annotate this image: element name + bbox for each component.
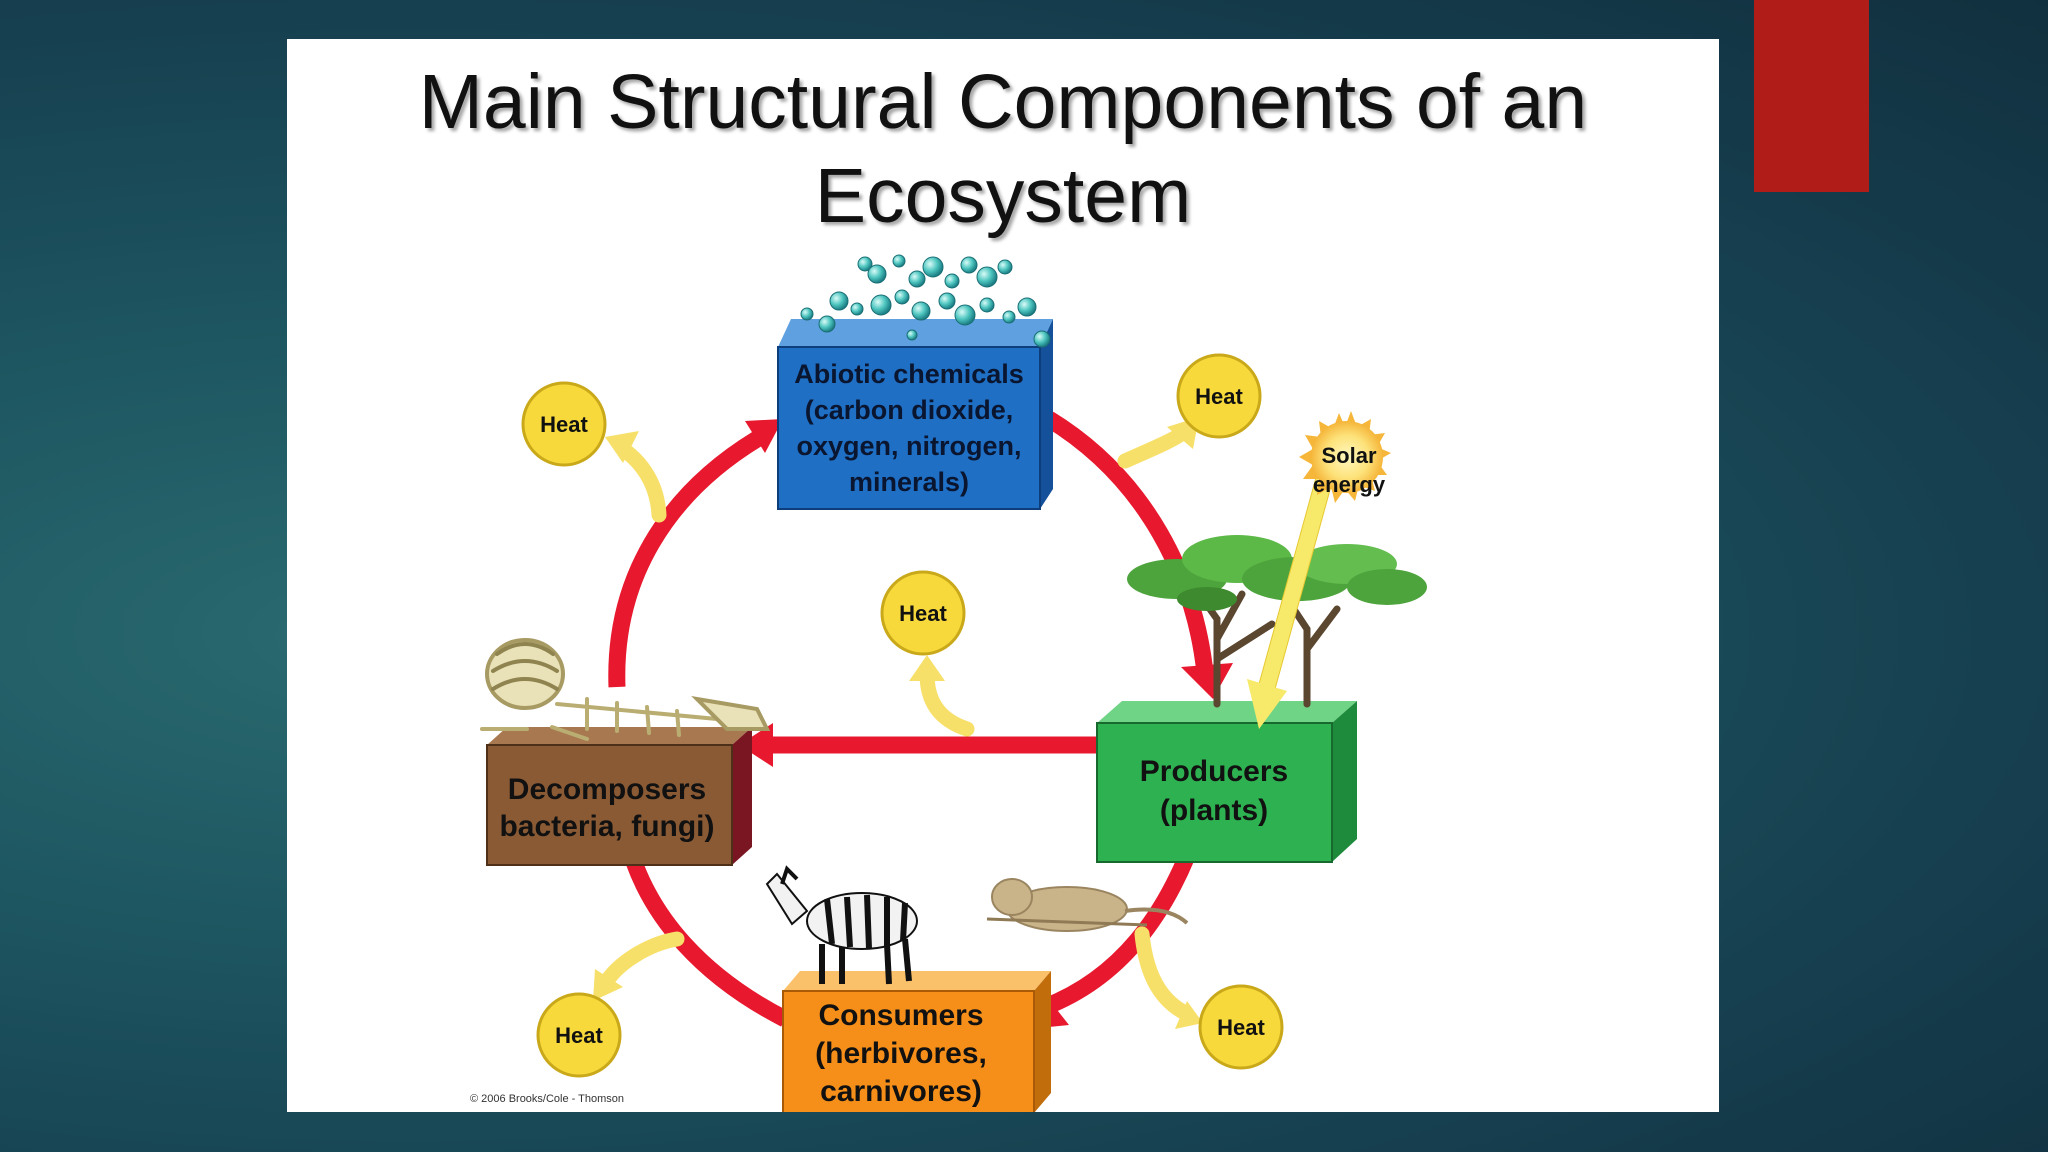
heat-node-bottom-right: Heat [1198, 984, 1284, 1070]
abiotic-label-line1: Abiotic chemicals [794, 359, 1024, 389]
svg-text:Heat: Heat [1217, 1015, 1265, 1040]
abiotic-label-line2: (carbon dioxide, [805, 395, 1014, 425]
abiotic-chemicals-box: Abiotic chemicals (carbon dioxide, oxyge… [777, 319, 1053, 510]
heat-arrow-center [919, 666, 975, 737]
decomposers-box: Decomposers bacteria, fungi) [486, 727, 752, 866]
slide-title: Main Structural Components of an Ecosyst… [287, 55, 1719, 243]
molecules-illustration [800, 254, 1051, 348]
skeleton-illustration [480, 638, 771, 741]
zebra-illustration [765, 865, 918, 985]
consumers-box: Consumers (herbivores, carnivores) [782, 971, 1051, 1112]
cycle-arrow-consumers-to-decomposers [618, 836, 789, 1027]
heat-node-bottom-left: Heat [536, 992, 622, 1078]
sun-icon [1299, 411, 1391, 503]
heat-node-top-left: Heat [521, 381, 607, 467]
heat-arrowhead-consumers-left [593, 969, 623, 1001]
producers-box-front [1096, 722, 1333, 863]
producers-box: Producers (plants) [1096, 701, 1357, 863]
producers-label-line2: (plants) [1160, 794, 1268, 827]
arrowhead-into-abiotic [745, 419, 783, 453]
cycle-arrow-decomposers-to-abiotic [608, 431, 762, 688]
heat-arrowhead-consumers-right [1175, 1001, 1203, 1029]
consumers-label-line3: carnivores) [820, 1075, 982, 1108]
heat-node-top-right: Heat [1176, 353, 1262, 439]
lion-illustration [986, 878, 1189, 932]
solar-ray-arrowhead [1247, 679, 1287, 729]
slide-title-line2: Ecosystem [814, 153, 1192, 239]
abiotic-box-front [777, 346, 1041, 510]
decomposers-label-line2: bacteria, fungi) [499, 810, 714, 843]
abiotic-label-line4: minerals) [849, 467, 969, 497]
svg-text:Heat: Heat [899, 601, 947, 626]
producers-box-top [1097, 701, 1357, 723]
svg-text:Heat: Heat [555, 1023, 603, 1048]
consumers-label-line1: Consumers [818, 999, 983, 1032]
heat-arrow-decomposers-top [615, 441, 667, 523]
consumers-box-top [783, 971, 1051, 991]
heat-arrow-consumers-left [597, 931, 685, 992]
heat-arrow-consumers-right [1134, 926, 1195, 1022]
abiotic-box-side [1040, 319, 1053, 509]
consumers-box-front [782, 990, 1035, 1112]
abiotic-label-line3: oxygen, nitrogen, [796, 431, 1021, 461]
accent-tab [1754, 0, 1869, 192]
heat-node-center: Heat [880, 570, 966, 656]
solar-label-line2: energy [1313, 472, 1386, 497]
copyright-notice: © 2006 Brooks/Cole - Thomson [470, 1093, 625, 1105]
svg-text:Heat: Heat [540, 412, 588, 437]
heat-arrowheads [593, 417, 1203, 1029]
arrowhead-into-producers [1181, 663, 1233, 699]
arrowhead-into-decomposers-left [739, 723, 773, 767]
decomposers-label-line1: Decomposers [508, 773, 706, 806]
svg-text:Heat: Heat [1195, 384, 1243, 409]
consumers-label-line2: (herbivores, [815, 1037, 987, 1070]
slide-title-line1: Main Structural Components of an [418, 59, 1588, 145]
decomposers-box-side [732, 727, 752, 865]
solar-label-line1: Solar [1321, 443, 1376, 468]
producers-box-side [1332, 701, 1357, 862]
consumers-box-side [1034, 971, 1051, 1112]
decomposers-box-top [487, 727, 752, 745]
decomposers-box-front [486, 744, 733, 866]
slide: Abiotic chemicals (carbon dioxide, oxyge… [287, 39, 1719, 1112]
heat-arrowhead-center [909, 655, 945, 681]
solar-energy: Solar energy [1247, 411, 1391, 729]
ecosystem-diagram: Abiotic chemicals (carbon dioxide, oxyge… [480, 254, 1427, 1112]
heat-arrowhead-decomposers-top [605, 431, 639, 463]
heat-arrow-abiotic [1117, 423, 1193, 469]
producers-label-line1: Producers [1140, 755, 1288, 788]
cycle-arrow-abiotic-to-producers [1044, 411, 1214, 674]
